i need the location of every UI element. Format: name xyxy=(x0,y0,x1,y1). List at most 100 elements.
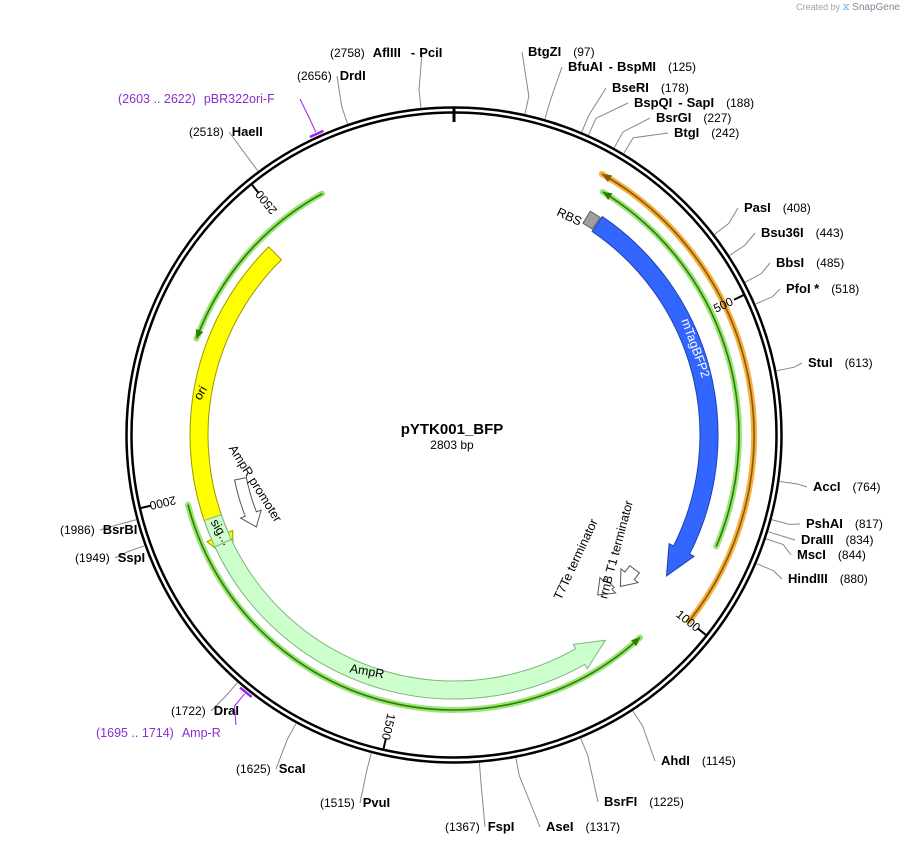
tick-label: 2000 xyxy=(148,493,177,513)
primer-leader xyxy=(233,693,245,726)
site-label: Bsu36I (443) xyxy=(761,225,844,240)
site-name: BfuAI xyxy=(568,59,603,74)
site-position: (1515) xyxy=(320,796,355,810)
site-label: BtgI(242) xyxy=(674,125,739,140)
site-extra: PciI xyxy=(419,45,442,60)
site-leader xyxy=(588,102,629,135)
site-position: (2656) xyxy=(297,69,332,83)
site-label: BfuAI-BspMI(125) xyxy=(568,59,696,74)
site-position: (485) xyxy=(816,256,844,270)
tick-mark xyxy=(696,627,707,636)
site-name: HindIII xyxy=(788,571,828,586)
site-name: Bsu36I xyxy=(761,225,804,240)
site-label: BspQI-SapI(188) xyxy=(634,95,754,110)
site-position: (408) xyxy=(783,201,811,215)
site-label: AhdI(1145) xyxy=(661,753,736,768)
feature-ori xyxy=(189,246,283,564)
tick-label: 500 xyxy=(711,294,735,315)
primer-sites: (2603 .. 2622)pBR322ori-F (1695 .. 1714) A… xyxy=(96,92,324,740)
tick-mark xyxy=(733,294,745,301)
primer-bar xyxy=(239,686,253,698)
site-label: (2758)AflIII-PciI xyxy=(330,45,442,60)
site-label: StuI(613) xyxy=(808,355,873,370)
primer-name: pBR322ori-F xyxy=(204,92,275,106)
green-region-2-line xyxy=(187,504,641,711)
feature-ampr-promoter xyxy=(233,477,262,528)
feature-label-t7te: T7Te terminator xyxy=(551,517,601,602)
site-name: PasI xyxy=(744,200,771,215)
site-leader xyxy=(729,232,756,256)
plasmid-length: 2803 bp xyxy=(430,438,474,452)
feature-mtagbfp2 xyxy=(591,215,719,577)
site-leader xyxy=(766,538,792,556)
feature-label-rrnb: rrnB T1 terminator xyxy=(596,499,636,600)
primer-bar xyxy=(309,129,324,139)
tick-mark xyxy=(382,738,387,750)
site-position: (1225) xyxy=(649,795,684,809)
site-name: StuI xyxy=(808,355,833,370)
site-leader xyxy=(478,762,486,828)
site-position: (1986) xyxy=(60,523,95,537)
site-name: BbsI xyxy=(776,255,804,270)
green-region-3-line xyxy=(195,192,323,339)
feature-sig xyxy=(203,514,232,548)
site-leader xyxy=(580,738,599,803)
site-name: PshAI xyxy=(806,516,843,531)
site-label: (1515)PvuI xyxy=(320,795,390,810)
site-leader xyxy=(771,519,801,525)
site-name: AflIII xyxy=(373,45,401,60)
site-position: (1722) xyxy=(171,704,206,718)
site-label: BbsI (485) xyxy=(776,255,844,270)
credit-prefix: Created by xyxy=(796,2,841,12)
primer-label: (2603 .. 2622)pBR322ori-F xyxy=(118,92,275,106)
orange-region-line xyxy=(601,173,755,622)
site-name: FspI xyxy=(488,819,515,834)
site-position: (1949) xyxy=(75,551,110,565)
site-leader xyxy=(768,531,796,541)
site-leader xyxy=(114,545,145,559)
site-dash: - xyxy=(609,59,613,74)
site-position: (1625) xyxy=(236,762,271,776)
site-leader xyxy=(623,132,669,154)
green-region-2-arrowhead xyxy=(630,637,641,647)
site-name: AccI xyxy=(813,479,840,494)
site-name: BtgZI xyxy=(528,44,561,59)
primer-range: (1695 .. 1714) xyxy=(96,726,174,740)
primer-leader xyxy=(299,98,317,133)
feature-rrnb xyxy=(619,564,641,588)
site-leader xyxy=(359,753,372,804)
site-label: PfoI *(518) xyxy=(786,281,859,296)
feature-rbs xyxy=(582,210,601,230)
site-label: (2656)DrdI xyxy=(297,68,366,83)
site-position: (178) xyxy=(661,81,689,95)
site-leader xyxy=(515,758,541,828)
tick-label: 2500 xyxy=(252,187,280,217)
feature-ampr xyxy=(214,538,607,700)
site-name: ScaI xyxy=(279,761,306,776)
feature-t7te xyxy=(597,576,617,596)
site-position: (2758) xyxy=(330,46,365,60)
site-label: BsrGI(227) xyxy=(656,110,731,125)
site-label: BsrFI(1225) xyxy=(604,794,684,809)
site-label: BseRI(178) xyxy=(612,80,689,95)
site-leader xyxy=(755,288,781,305)
primer-name: Amp-R xyxy=(182,726,221,740)
backbone-ring xyxy=(125,106,783,764)
site-position: (125) xyxy=(668,60,696,74)
site-position: (1317) xyxy=(585,820,620,834)
site-position: (844) xyxy=(838,548,866,562)
tick-mark xyxy=(250,183,260,194)
feature-label-rbs: RBS xyxy=(555,205,584,229)
site-position: (764) xyxy=(852,480,880,494)
restriction-sites: (2758)AflIII-PciI(2656)DrdI(2518)HaeIIBt… xyxy=(60,44,883,834)
site-leader xyxy=(779,480,808,488)
snapgene-logo-icon: ⧖ xyxy=(842,2,850,13)
site-name: BsrGI xyxy=(656,110,691,125)
site-extra: SapI xyxy=(687,95,714,110)
primer-label: (1695 .. 1714) Amp-R xyxy=(96,726,221,740)
site-leader xyxy=(581,87,607,133)
site-position: (443) xyxy=(816,226,844,240)
site-leader xyxy=(336,75,349,124)
site-name: DraIII xyxy=(801,532,834,547)
site-label: MscI(844) xyxy=(797,547,866,562)
